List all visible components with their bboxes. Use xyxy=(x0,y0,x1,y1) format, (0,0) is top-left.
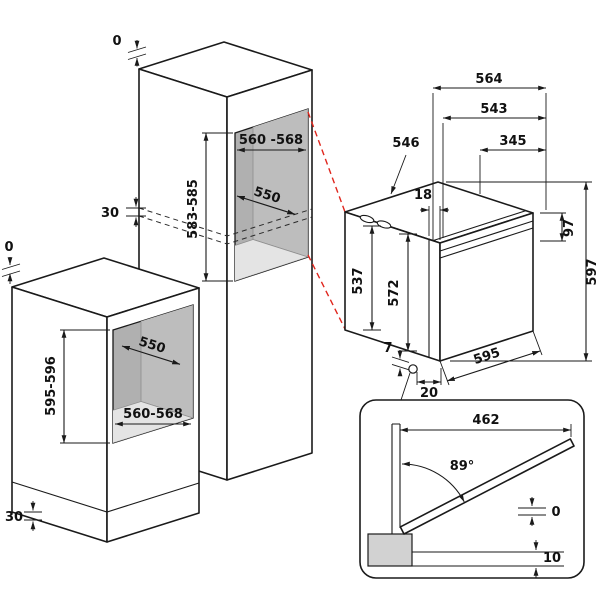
dim-detail-gap-bottom: 10 xyxy=(543,551,561,566)
base-cabinet-dimensions: 0 30 550 595-596 560-568 xyxy=(1,240,192,531)
dim-oven-panel-height: 97 xyxy=(562,219,577,237)
oven-door-seam-top xyxy=(432,210,527,242)
detail-angle-arc xyxy=(401,461,465,503)
dim-base-niche-width: 560-568 xyxy=(123,407,183,422)
projection-lines xyxy=(307,111,346,330)
dim-oven-depth-with-door: 564 xyxy=(475,72,502,87)
dim-oven-door-gap: 18 xyxy=(414,188,432,203)
tall-cabinet-niche-floor xyxy=(235,239,308,281)
dim-tall-niche-width: 560 -568 xyxy=(239,133,303,148)
dim-base-top-gap: 0 xyxy=(4,240,13,255)
projection-line-bottom xyxy=(307,254,346,330)
detail-open-door xyxy=(399,438,575,535)
dim-base-bottom-gap: 30 xyxy=(5,510,23,525)
dim-line-tall-niche-depth xyxy=(236,195,296,215)
base-cabinet-plinth-line xyxy=(11,481,200,513)
dim-tall-top-gap: 0 xyxy=(112,34,121,49)
dim-detail-gap-top: 0 xyxy=(551,505,560,520)
detail-cabinet-front-lines xyxy=(391,423,401,534)
oven-door-edge-side xyxy=(428,238,441,357)
base-cabinet-left-face xyxy=(11,286,108,543)
leader-oven-546 xyxy=(390,154,407,195)
base-cabinet xyxy=(11,257,200,543)
dim-oven-597: 597 xyxy=(585,258,600,285)
door-detail-inset: 89° 462 0 10 xyxy=(359,399,585,579)
dim-detail-open-depth: 462 xyxy=(472,413,499,428)
dim-oven-gap-7: 7 xyxy=(383,341,392,356)
dim-oven-537: 537 xyxy=(351,267,366,294)
dim-line-base-niche-depth xyxy=(121,345,181,365)
dim-tall-niche-height: 583-585 xyxy=(186,179,201,239)
oven-dimensions: 564 543 345 546 18 97 537 572 597 xyxy=(351,72,600,401)
tall-cabinet-gap-dashed-lines xyxy=(138,207,313,245)
dim-oven-345: 345 xyxy=(499,134,526,149)
projection-line-top xyxy=(307,111,346,213)
oven-side-vent-1 xyxy=(359,214,375,224)
dim-oven-depth-body: 543 xyxy=(480,102,507,117)
dim-tall-rear-gap: 30 xyxy=(101,206,119,221)
dim-line-oven-595 xyxy=(446,350,541,382)
dim-base-niche-height: 595-596 xyxy=(44,356,59,416)
dim-oven-depth-side: 546 xyxy=(392,136,419,151)
dim-oven-gap-20: 20 xyxy=(420,386,438,401)
detail-callout-leader xyxy=(400,372,411,401)
dim-detail-angle: 89° xyxy=(450,459,475,474)
oven-control-panel-lines xyxy=(439,220,534,259)
detail-floor-lines xyxy=(412,551,564,567)
dim-oven-572: 572 xyxy=(387,279,402,306)
oven xyxy=(344,181,534,362)
detail-callout-marker xyxy=(408,364,418,374)
tall-cabinet-dimensions: 0 30 560 -568 583-585 550 xyxy=(101,34,307,282)
detail-cabinet-section-block xyxy=(367,533,413,567)
